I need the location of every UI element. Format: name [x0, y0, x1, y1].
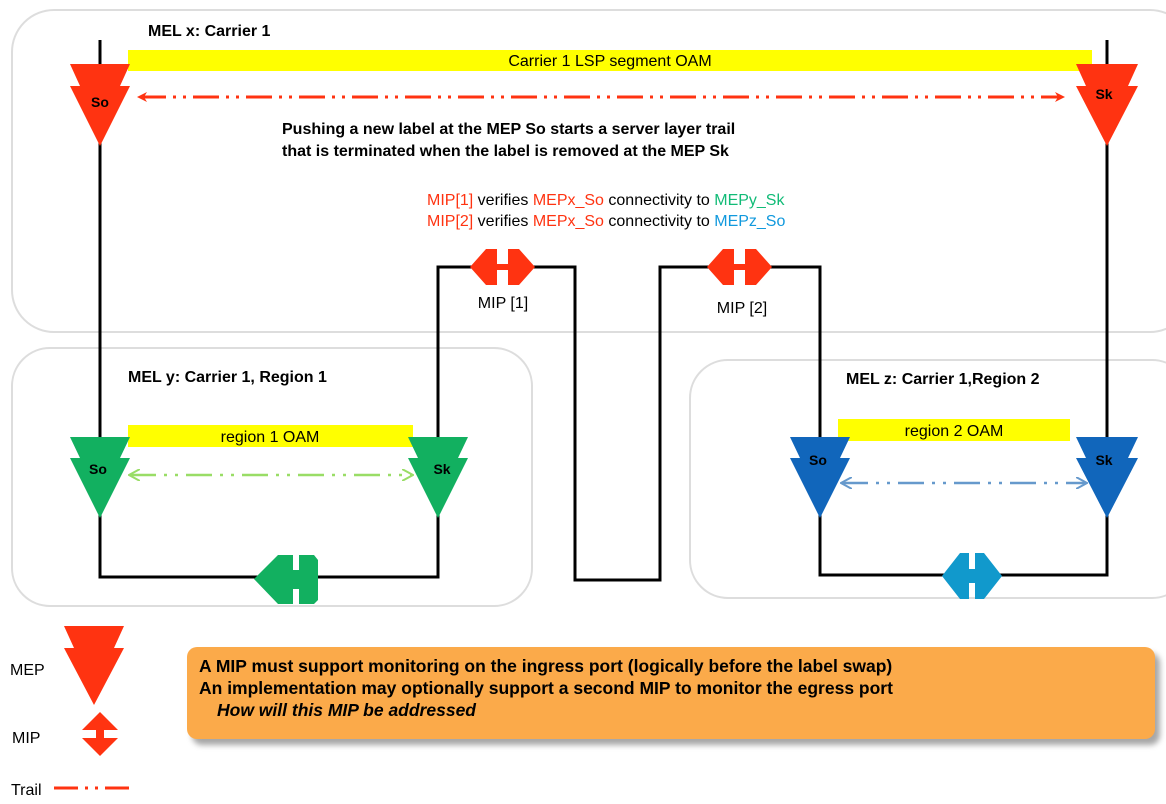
legend-mep-label: MEP	[10, 662, 45, 679]
region1-oam-bar	[128, 425, 413, 447]
mep-y-so: So	[70, 437, 130, 518]
mel-x-description-line1: Pushing a new label at the MEP So starts…	[282, 121, 735, 138]
mel-y-title: MEL y: Carrier 1, Region 1	[128, 369, 327, 386]
mel-x-region	[11, 9, 1166, 333]
legend-mip-icon	[82, 712, 118, 756]
note-line3: How will this MIP be addressed	[217, 700, 476, 720]
mep-z-sk: Sk	[1076, 437, 1138, 518]
legend-mip-label: MIP	[12, 730, 40, 747]
mip-region1-symbol	[254, 555, 318, 604]
mel-x-description-line2: that is terminated when the label is rem…	[282, 143, 729, 160]
legend-mep-icon	[64, 626, 124, 705]
mep-y-sk: Sk	[408, 437, 468, 518]
region2-oam-bar	[838, 419, 1070, 441]
mel-z-title: MEL z: Carrier 1,Region 2	[846, 371, 1040, 388]
mip1-label: MIP [1]	[478, 295, 528, 312]
note-line1: A MIP must support monitoring on the ing…	[199, 656, 893, 676]
mep-x-so: So	[70, 64, 130, 146]
mep-z-so: So	[790, 437, 850, 518]
mip2-verify-text: MIP[2] verifies MEPx_So connectivity to …	[427, 213, 785, 230]
note-line2: An implementation may optionally support…	[199, 678, 893, 698]
mep-y-so-label: So	[89, 461, 107, 477]
mel-x-title: MEL x: Carrier 1	[148, 23, 271, 40]
mip-region2-symbol	[942, 553, 1002, 599]
mel-z-region	[689, 359, 1166, 599]
mep-x-sk-label: Sk	[1095, 86, 1112, 102]
mep-y-sk-label: Sk	[433, 461, 450, 477]
carrier-oam-bar	[128, 50, 1092, 71]
mip1-verify-text: MIP[1] verifies MEPx_So connectivity to …	[427, 192, 785, 209]
note-box: A MIP must support monitoring on the ing…	[187, 647, 1155, 739]
mep-z-so-label: So	[809, 452, 827, 468]
region1-oam-label: region 1 OAM	[221, 429, 320, 446]
mep-z-sk-label: Sk	[1095, 452, 1112, 468]
legend-trail-label: Trail	[11, 782, 42, 799]
region2-oam-label: region 2 OAM	[905, 423, 1004, 440]
mip2-label: MIP [2]	[717, 300, 767, 317]
carrier-oam-label: Carrier 1 LSP segment OAM	[508, 53, 711, 70]
mep-x-so-label: So	[91, 94, 109, 110]
mip1-symbol	[470, 249, 535, 285]
mep-x-sk: Sk	[1076, 64, 1138, 146]
mel-y-region	[11, 347, 533, 607]
lsp-path	[98, 40, 1109, 582]
mip2-symbol	[707, 249, 772, 285]
